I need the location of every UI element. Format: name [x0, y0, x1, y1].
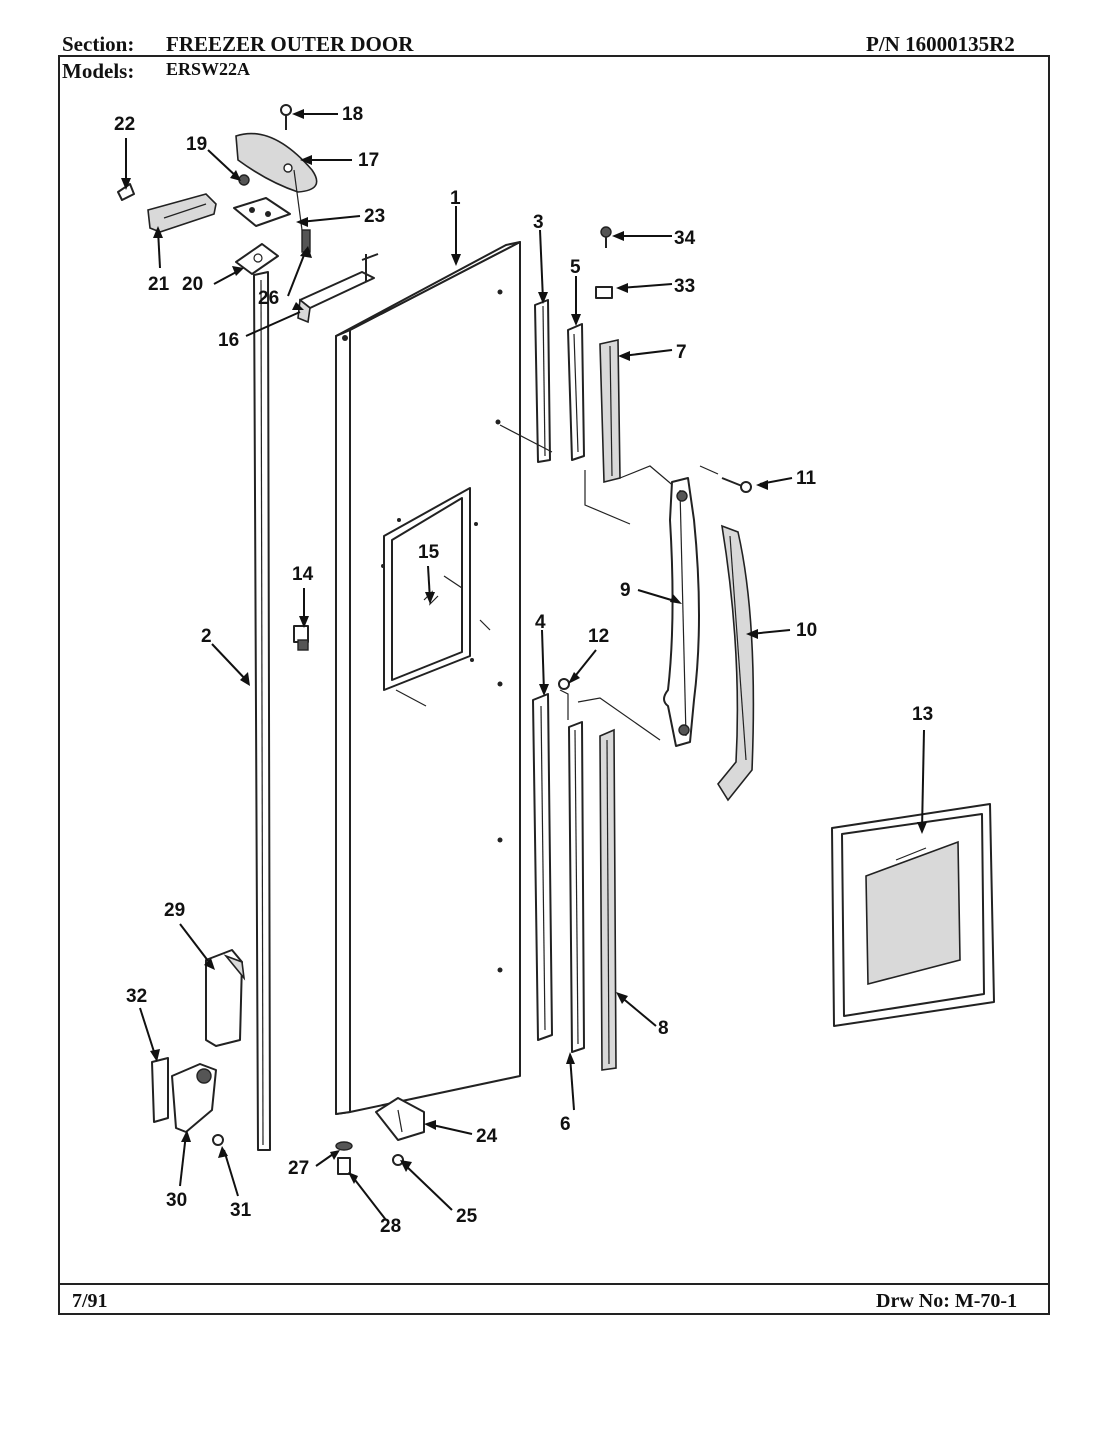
callout-1: 1 [450, 188, 461, 209]
shim-20 [235, 243, 279, 275]
handle-screw-11 [721, 477, 752, 493]
callout-22: 22 [114, 114, 135, 135]
models-label: Models: [62, 59, 135, 83]
part-number: P/N 16000135R2 [866, 32, 1015, 56]
upper-hinge-23 [233, 197, 291, 227]
bottom-hinge-parts [151, 949, 246, 1146]
section-title: FREEZER OUTER DOOR [166, 32, 414, 56]
callout-9: 9 [620, 580, 631, 601]
callout-27: 27 [288, 1158, 309, 1179]
hinge-plate-21 [147, 193, 217, 233]
callout-4: 4 [535, 612, 546, 633]
lower-trim-strips [532, 689, 661, 1071]
callout-32: 32 [126, 986, 147, 1007]
callout-25: 25 [456, 1206, 478, 1227]
arrowheads [121, 109, 927, 1184]
callout-17: 17 [358, 150, 379, 171]
footer-divider [58, 1283, 1050, 1285]
callout-24: 24 [476, 1126, 498, 1147]
clip-14 [293, 625, 309, 651]
callout-21: 21 [148, 274, 170, 295]
small-screw-12 [558, 678, 570, 690]
callout-16: 16 [218, 330, 239, 351]
handle-cover [717, 524, 755, 802]
callout-7: 7 [676, 342, 687, 363]
callout-13: 13 [912, 704, 933, 725]
top-hinge-16 [297, 253, 379, 324]
leader-lines [125, 113, 925, 1221]
section-label: Section: [62, 32, 135, 56]
bottom-bracket-24 [375, 1097, 425, 1141]
callout-20: 20 [182, 274, 203, 295]
callout-29: 29 [164, 900, 185, 921]
callout-26: 26 [258, 288, 279, 309]
callout-12: 12 [588, 626, 609, 647]
drawing-frame [58, 55, 1050, 1315]
callout-3: 3 [533, 212, 544, 233]
callout-18: 18 [342, 104, 363, 125]
callout-14: 14 [292, 564, 314, 585]
upper-trim-strips [499, 299, 719, 525]
dispenser-trim-frame [831, 803, 995, 1027]
callout-8: 8 [658, 1018, 669, 1039]
callout-31: 31 [230, 1200, 252, 1221]
drawing-date: 7/91 [72, 1290, 108, 1312]
bottom-fasteners [335, 1141, 404, 1175]
callout-5: 5 [570, 257, 581, 278]
door-handle [663, 477, 700, 747]
callout-23: 23 [364, 206, 385, 227]
callout-11: 11 [796, 468, 817, 489]
door-gasket-strip [253, 271, 271, 1151]
hinge-cover-17 [235, 132, 318, 193]
callout-6: 6 [560, 1114, 571, 1135]
callout-28: 28 [380, 1216, 401, 1237]
callout-33: 33 [674, 276, 695, 297]
callout-labels: 1 2 3 4 5 6 7 8 9 10 11 12 13 14 15 16 1… [114, 104, 933, 1237]
screw-18 [280, 104, 292, 130]
drawing-number: Drw No: M-70-1 [876, 1290, 1018, 1312]
callout-15: 15 [418, 542, 440, 563]
door-panel [335, 241, 521, 1115]
callout-2: 2 [201, 626, 212, 647]
fasteners-33-34 [595, 226, 613, 299]
callout-19: 19 [186, 134, 207, 155]
models-value: ERSW22A [166, 59, 251, 79]
callout-10: 10 [796, 620, 817, 641]
callout-30: 30 [166, 1190, 187, 1211]
callout-34: 34 [674, 228, 696, 249]
